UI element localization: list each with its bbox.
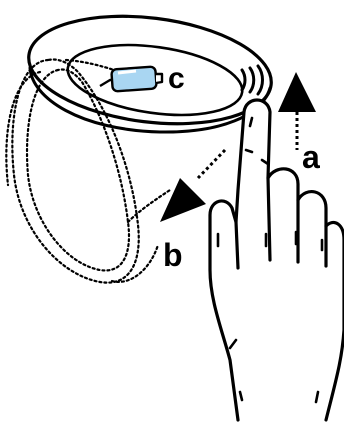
label-a: a xyxy=(302,139,320,175)
arrow-up-icon xyxy=(278,72,316,150)
arrow-down-left-icon xyxy=(160,148,227,222)
lamp-inner-plate xyxy=(66,43,244,117)
hand-icon xyxy=(208,98,344,422)
label-c: c xyxy=(168,62,185,95)
label-b: b xyxy=(163,237,183,273)
grip-ridges-icon xyxy=(240,64,264,96)
lamp-outer-rim xyxy=(27,14,273,126)
knuckle-marks xyxy=(216,116,324,404)
cover-swing-outline xyxy=(5,58,172,284)
bulb-icon xyxy=(99,65,164,93)
